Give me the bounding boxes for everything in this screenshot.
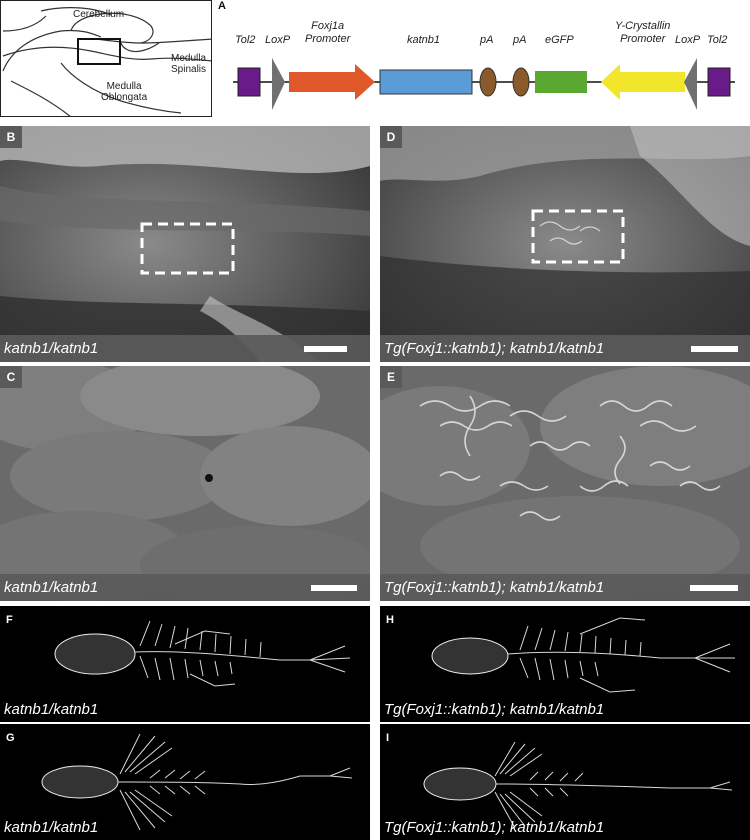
scale-bar-d (691, 346, 738, 352)
label-pa1: pA (480, 34, 494, 46)
panel-letter-i: I (386, 732, 390, 744)
label-katnb1: katnb1 (407, 34, 441, 46)
label-tol2-right: Tol2 (707, 34, 728, 46)
label-tol2-left: Tol2 (235, 34, 256, 46)
label-medulla-spinalis: Medulla Spinalis (171, 53, 207, 75)
construct-svg (233, 58, 735, 110)
fish-skeleton-i (423, 741, 733, 829)
sem-panel-d: D Tg(Foxj1::katnb1); katnb1/katnb1 (380, 126, 750, 362)
tol2-left-box (237, 67, 261, 97)
panel-letter-a: A (218, 0, 226, 12)
scale-bar-b (304, 346, 347, 352)
egfp-box (535, 71, 587, 93)
brain-schematic: Cerebellum Medulla Spinalis Medulla Oblo… (0, 0, 212, 117)
label-medulla-oblongata: Medulla Oblongata (101, 81, 148, 103)
caption-d: Tg(Foxj1::katnb1); katnb1/katnb1 (380, 335, 750, 362)
crystallin-arrow (601, 64, 685, 100)
panel-letter-b: B (0, 126, 22, 148)
panel-letter-c: C (0, 366, 22, 388)
xray-panel-g: G katnb1/katnb1 (0, 724, 370, 840)
sem-panel-c: C katnb1/katnb1 (0, 366, 370, 601)
label-pa2: pA (513, 34, 527, 46)
label-loxp-right: LoxP (675, 34, 701, 46)
caption-i: Tg(Foxj1::katnb1); katnb1/katnb1 (384, 819, 605, 836)
pa1-oval (479, 67, 497, 97)
caption-e: Tg(Foxj1::katnb1); katnb1/katnb1 (380, 574, 750, 601)
label-egfp: eGFP (545, 34, 574, 46)
sem-panel-b: B katnb1/katnb1 (0, 126, 370, 362)
brain-outline-svg (2, 7, 211, 116)
scale-bar-c (311, 585, 357, 591)
panel-letter-f: F (6, 614, 13, 626)
sem-image-c (0, 366, 370, 601)
caption-c: katnb1/katnb1 (0, 574, 370, 601)
caption-h: Tg(Foxj1::katnb1); katnb1/katnb1 (384, 701, 605, 718)
fish-skeleton-h (431, 617, 735, 693)
fish-skeleton-g (41, 733, 353, 831)
caption-f: katnb1/katnb1 (4, 701, 99, 718)
promoter-arrow (289, 64, 375, 100)
xray-panel-i: I Tg(Foxj1::katnb1); katnb1/katnb1 (380, 724, 750, 840)
sem-image-b (0, 126, 370, 362)
sem-image-d (380, 126, 750, 362)
loxp-left-triangle (272, 58, 285, 110)
panel-letter-e: E (380, 366, 402, 388)
label-loxp-left: LoxP (265, 34, 291, 46)
scale-bar-e (690, 585, 738, 591)
katnb1-box (379, 69, 473, 95)
pa2-oval (512, 67, 530, 97)
fish-skeleton-f (54, 620, 351, 687)
xray-panel-h: H Tg(Foxj1::katnb1); katnb1/katnb1 (380, 606, 750, 722)
construct-diagram: A Tol2 LoxP Foxj1a Promoter katnb1 pA pA… (215, 0, 750, 117)
tol2-right-box (707, 67, 731, 97)
panel-letter-h: H (386, 614, 394, 626)
sem-panel-e: E Tg(Foxj1::katnb1); katnb1/katnb1 (380, 366, 750, 601)
panel-letter-g: G (6, 732, 15, 744)
label-crystallin: Y-Crystallin Promoter (615, 20, 671, 45)
panel-letter-d: D (380, 126, 402, 148)
xray-panel-f: F katnb1/katnb1 (0, 606, 370, 722)
label-cerebellum: Cerebellum (73, 9, 125, 20)
label-promoter: Foxj1a Promoter (305, 20, 351, 45)
dashed-roi-box (140, 222, 235, 275)
region-box (77, 38, 121, 65)
dashed-roi-box (531, 209, 625, 264)
caption-g: katnb1/katnb1 (4, 819, 99, 836)
loxp-right-triangle (684, 58, 697, 110)
sem-image-e (380, 366, 750, 601)
